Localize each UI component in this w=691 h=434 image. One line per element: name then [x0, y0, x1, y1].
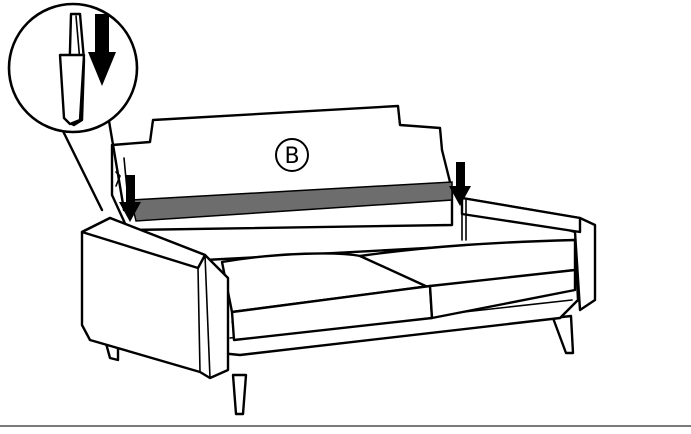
part-label: B — [284, 144, 299, 169]
left-armrest — [82, 218, 228, 378]
magnifier-callout-icon — [9, 4, 137, 210]
backrest-part: B — [112, 106, 452, 230]
